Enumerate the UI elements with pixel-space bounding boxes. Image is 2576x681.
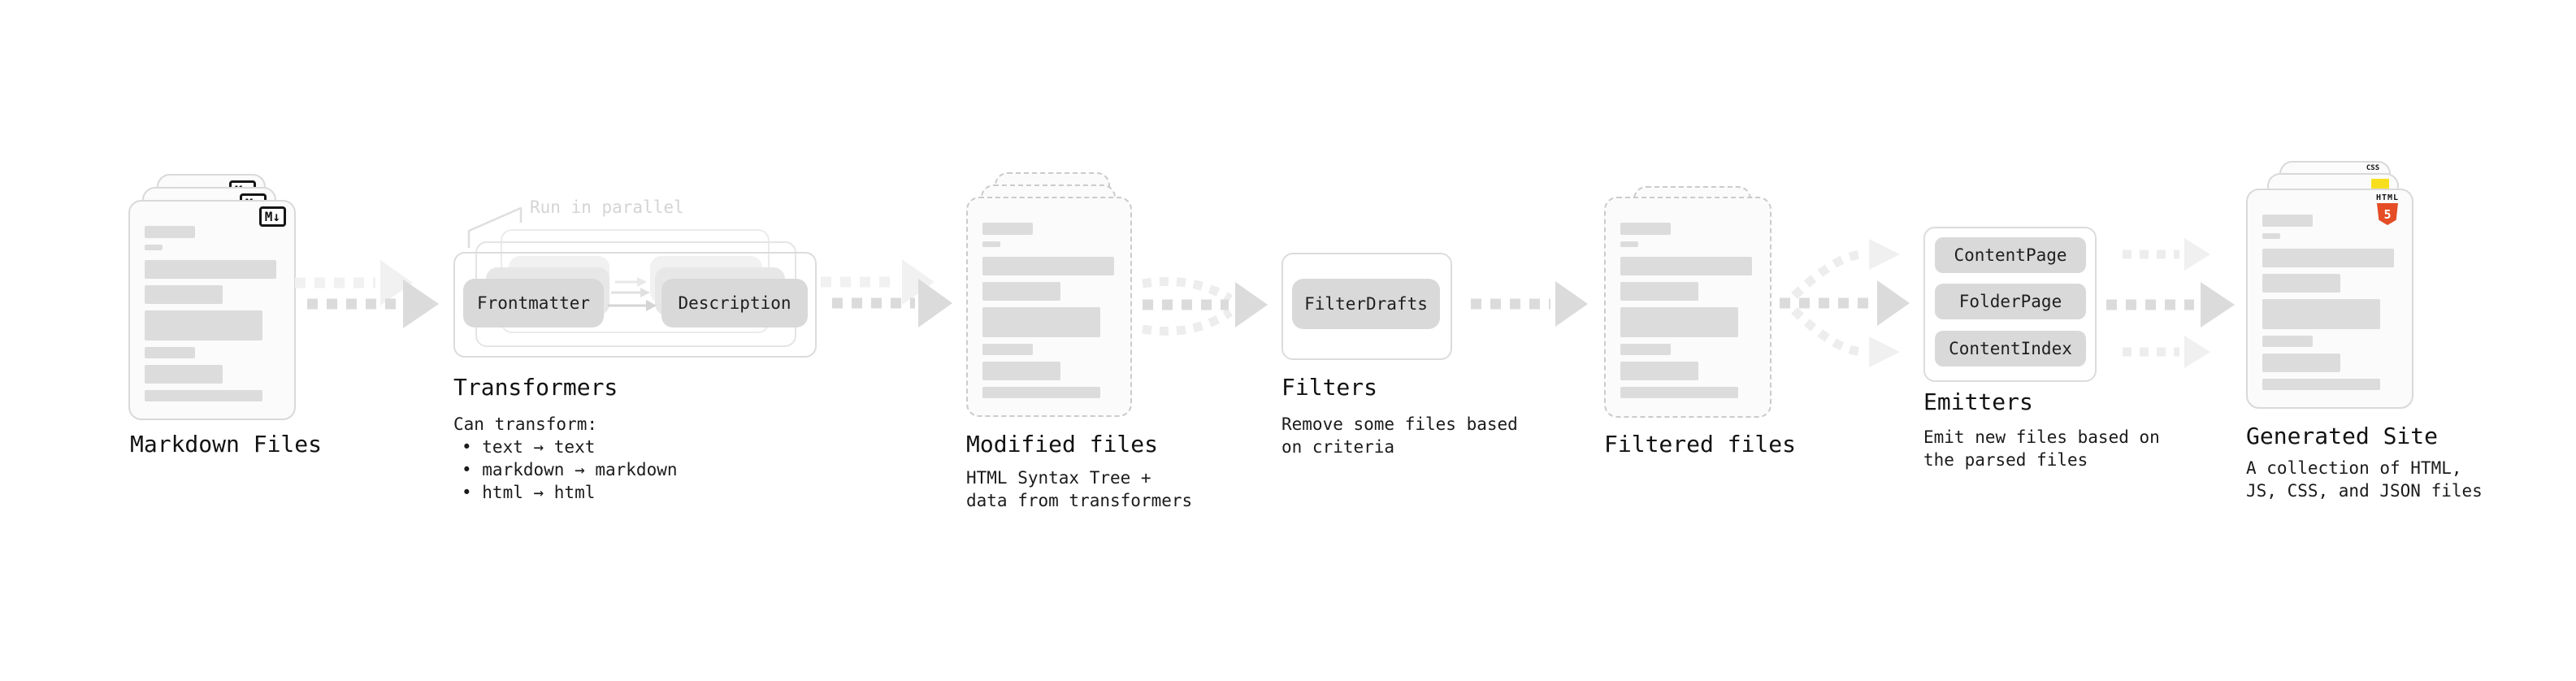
folderpage-pill: FolderPage [1935,284,2086,319]
contentpage-pill: ContentPage [1935,237,2086,273]
skeleton-bar [982,307,1100,337]
filters-description: Remove some files based on criteria [1281,413,1518,458]
css-icon-label: CSS [2366,164,2380,172]
description-line: on criteria [1281,437,1395,457]
skeleton-bar [1620,223,1671,235]
run-in-parallel-note: Run in parallel [530,197,684,217]
skeleton-bar [145,226,195,238]
skeleton-bar [982,223,1033,235]
bullet-item: • text → text [462,437,596,457]
filtered-files-label: Filtered files [1604,431,1797,458]
frontmatter-pill: Frontmatter [463,279,604,327]
generated-document-card: HTML 5 [2246,189,2413,409]
skeleton-bar [2262,215,2313,227]
modified-files-description: HTML Syntax Tree + data from transformer… [966,466,1192,512]
arrow-filtered-to-emitters-split [1780,239,1910,367]
description-line: A collection of HTML, [2246,458,2462,478]
skeleton-bar [982,344,1033,355]
skeleton-bar [982,362,1060,380]
contentindex-pill: ContentIndex [1935,331,2086,367]
skeleton-bar [1620,282,1698,301]
skeleton-bar [2262,299,2380,329]
markdown-document-card: M↓ [128,200,296,420]
skeleton-bar [982,282,1060,301]
filtered-document-card [1604,197,1772,418]
skeleton-bar [2262,249,2394,267]
filterdrafts-pill: FilterDrafts [1292,279,1440,329]
js-icon [2371,179,2389,190]
skeleton-bar [2262,233,2280,239]
skeleton-bar [145,365,223,384]
arrow-emitters-to-generated [2106,238,2235,368]
arrow-modified-to-filters [1142,276,1268,336]
skeleton-bar [145,310,262,340]
modified-files-label: Modified files [966,431,1159,458]
arrow-transformers-to-modified [821,259,952,327]
skeleton-bar [1620,307,1738,337]
skeleton-bar [982,257,1114,275]
emitters-box [1923,227,2097,382]
skeleton-bar [1620,362,1698,380]
description-line: HTML Syntax Tree + [966,468,1151,488]
arrow-filters-to-filtered [1471,281,1588,327]
skeleton-bar [145,347,195,358]
modified-document-card [966,197,1132,417]
skeleton-bar [2262,336,2313,347]
skeleton-bar [145,390,262,401]
skeleton-bar [145,260,276,279]
description-line: Emit new files based on [1923,427,2160,447]
transformers-bullet-list: • text → text • markdown → markdown • ht… [462,436,678,504]
skeleton-bar [2262,354,2340,372]
skeleton-bar [1620,241,1638,247]
emitters-label: Emitters [1923,388,2033,415]
markdown-icon: M↓ [258,206,286,227]
filters-label: Filters [1281,374,1378,401]
description-line: data from transformers [966,491,1193,510]
html5-icon-shield: 5 [2377,203,2398,225]
transformer-layer-box [453,252,817,358]
skeleton-bar [982,241,1000,247]
html5-icon: HTML 5 [2373,193,2402,225]
bullet-item: • markdown → markdown [462,460,678,479]
description-pill: Description [661,279,808,327]
generated-site-label: Generated Site [2246,423,2439,449]
description-line: JS, CSS, and JSON files [2246,481,2483,501]
skeleton-bar [1620,344,1671,355]
skeleton-bar [2262,274,2340,293]
generated-site-description: A collection of HTML, JS, CSS, and JSON … [2246,457,2483,502]
arrow-markdown-to-transformers [295,260,439,328]
skeleton-bar [1620,387,1738,398]
bullet-item: • html → html [462,483,596,502]
emitters-description: Emit new files based on the parsed files [1923,426,2160,471]
transformers-label: Transformers [453,374,618,401]
skeleton-bar [2262,379,2380,390]
transformers-caption: Can transform: [453,414,598,434]
html5-icon-label: HTML [2375,193,2400,202]
description-line: the parsed files [1923,450,2088,470]
skeleton-bar [982,387,1100,398]
description-line: Remove some files based [1281,414,1518,434]
skeleton-bar [145,285,223,304]
markdown-files-label: Markdown Files [130,431,323,458]
skeleton-bar [1620,257,1752,275]
skeleton-bar [145,245,163,250]
filters-box [1281,253,1452,360]
